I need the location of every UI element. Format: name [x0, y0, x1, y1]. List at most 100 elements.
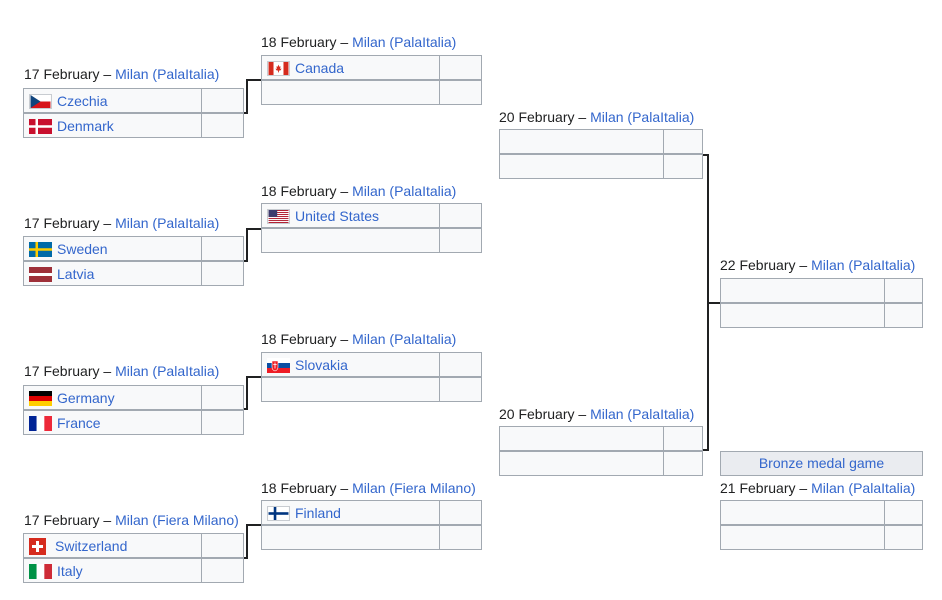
match-header: 20 February – Milan (PalaItalia): [499, 108, 694, 126]
match-date: 22 February: [720, 257, 796, 273]
match-header: 21 February – Milan (PalaItalia): [720, 479, 915, 497]
team-cell: [720, 278, 885, 303]
venue-link[interactable]: (PalaItalia): [152, 363, 220, 379]
match-date: 17 February: [24, 66, 100, 82]
match-date: 18 February: [261, 34, 337, 50]
match-header: 17 February – Milan (PalaItalia): [24, 65, 219, 83]
city-link[interactable]: Milan: [811, 480, 845, 496]
match-date: 21 February: [720, 480, 796, 496]
match-header: 17 February – Milan (Fiera Milano): [24, 511, 239, 529]
team-name-link[interactable]: Finland: [295, 505, 341, 521]
city-link[interactable]: Milan: [352, 331, 386, 347]
venue-link[interactable]: (Fiera Milano): [152, 512, 239, 528]
score-cell: [202, 410, 244, 435]
score-cell: [664, 451, 703, 476]
team-name-link[interactable]: Germany: [57, 390, 115, 406]
match-header: 17 February – Milan (PalaItalia): [24, 214, 219, 232]
match-date: 17 February: [24, 363, 100, 379]
latvia-flag-icon[interactable]: [29, 267, 52, 282]
france-flag-icon[interactable]: [29, 416, 52, 431]
city-link[interactable]: Milan: [352, 480, 386, 496]
team-cell: United States: [261, 203, 440, 228]
score-cell: [202, 385, 244, 410]
city-link[interactable]: Milan: [115, 512, 149, 528]
venue-link[interactable]: (Fiera Milano): [389, 480, 476, 496]
team-cell: [261, 525, 440, 550]
team-cell: [499, 154, 664, 179]
venue-link[interactable]: (PalaItalia): [152, 66, 220, 82]
city-link[interactable]: Milan: [590, 109, 624, 125]
team-name-link[interactable]: Italy: [57, 563, 83, 579]
match-date: 18 February: [261, 331, 337, 347]
team-cell: [261, 228, 440, 253]
match-header: 18 February – Milan (Fiera Milano): [261, 479, 476, 497]
match-header: 20 February – Milan (PalaItalia): [499, 405, 694, 423]
bronze-medal-game-link[interactable]: Bronze medal game: [720, 451, 923, 476]
separator: –: [578, 406, 587, 422]
team-name-link[interactable]: Canada: [295, 60, 345, 76]
team-name-link[interactable]: Czechia: [57, 93, 108, 109]
city-link[interactable]: Milan: [352, 183, 386, 199]
team-name-link[interactable]: Denmark: [57, 118, 114, 134]
score-cell: [440, 500, 482, 525]
score-cell: [664, 154, 703, 179]
venue-link[interactable]: (PalaItalia): [848, 480, 916, 496]
team-cell: Italy: [23, 558, 202, 583]
city-link[interactable]: Milan: [811, 257, 845, 273]
connector-line: [246, 79, 261, 81]
team-cell: Czechia: [23, 88, 202, 113]
team-name-link[interactable]: Switzerland: [55, 538, 128, 554]
venue-link[interactable]: (PalaItalia): [389, 34, 457, 50]
sweden-flag-icon[interactable]: [29, 242, 52, 257]
finland-flag-icon[interactable]: [267, 506, 290, 521]
score-cell: [440, 80, 482, 105]
city-link[interactable]: Milan: [115, 363, 149, 379]
connector-line: [703, 154, 709, 156]
connector-line: [246, 376, 248, 410]
venue-link[interactable]: (PalaItalia): [627, 109, 695, 125]
venue-link[interactable]: (PalaItalia): [627, 406, 695, 422]
switzerland-flag-icon[interactable]: [29, 538, 46, 555]
connector-line: [707, 302, 720, 304]
team-name-link[interactable]: Sweden: [57, 241, 108, 257]
separator: –: [103, 512, 112, 528]
connector-line: [703, 449, 709, 451]
score-cell: [885, 303, 923, 328]
team-name-link[interactable]: France: [57, 415, 101, 431]
match-header: 17 February – Milan (PalaItalia): [24, 362, 219, 380]
venue-link[interactable]: (PalaItalia): [848, 257, 916, 273]
connector-line: [246, 376, 261, 378]
slovakia-flag-icon[interactable]: [267, 358, 290, 373]
match-date: 20 February: [499, 109, 575, 125]
city-link[interactable]: Milan: [590, 406, 624, 422]
separator: –: [340, 183, 349, 199]
team-name-link[interactable]: United States: [295, 208, 380, 224]
match-header: 18 February – Milan (PalaItalia): [261, 182, 456, 200]
team-cell: [499, 451, 664, 476]
team-cell: [499, 426, 664, 451]
match-date: 20 February: [499, 406, 575, 422]
team-cell: [499, 129, 664, 154]
score-cell: [202, 88, 244, 113]
venue-link[interactable]: (PalaItalia): [152, 215, 220, 231]
city-link[interactable]: Milan: [115, 66, 149, 82]
team-name-link[interactable]: Slovakia: [295, 357, 348, 373]
city-link[interactable]: Milan: [352, 34, 386, 50]
team-name-link[interactable]: Latvia: [57, 266, 95, 282]
venue-link[interactable]: (PalaItalia): [389, 331, 457, 347]
usa-flag-icon[interactable]: [267, 209, 290, 224]
venue-link[interactable]: (PalaItalia): [389, 183, 457, 199]
match-header: 18 February – Milan (PalaItalia): [261, 330, 456, 348]
germany-flag-icon[interactable]: [29, 391, 52, 406]
score-cell: [664, 426, 703, 451]
match-date: 18 February: [261, 183, 337, 199]
team-cell: Germany: [23, 385, 202, 410]
match-date: 17 February: [24, 512, 100, 528]
team-cell: [720, 500, 885, 525]
italy-flag-icon[interactable]: [29, 564, 52, 579]
czechia-flag-icon[interactable]: [29, 94, 52, 109]
canada-flag-icon[interactable]: [267, 61, 290, 76]
denmark-flag-icon[interactable]: [29, 119, 52, 134]
city-link[interactable]: Milan: [115, 215, 149, 231]
team-cell: [261, 80, 440, 105]
